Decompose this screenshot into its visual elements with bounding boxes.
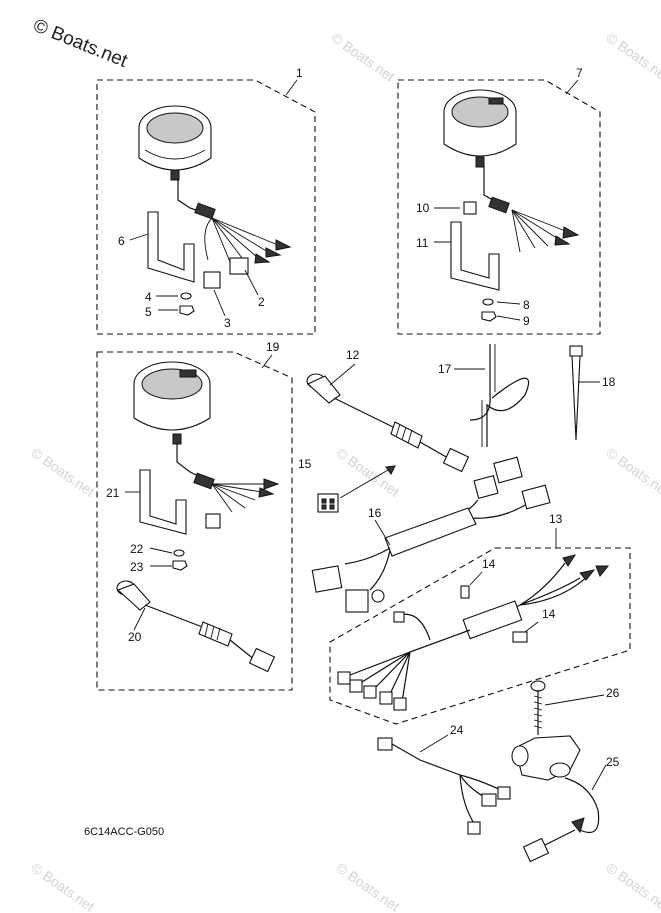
callout-9: 9 (523, 314, 530, 328)
watermark-text: © Boats.net (28, 859, 97, 913)
callout-12: 12 (346, 348, 360, 362)
group-7-tachometer-kit (397, 79, 601, 335)
callout-24: 24 (450, 723, 464, 737)
callout-11: 11 (416, 236, 429, 250)
part-18-cable-tie (569, 345, 583, 441)
callout-18: 18 (602, 375, 616, 389)
watermark-text: © Boats.net (603, 444, 661, 499)
callout-4: 4 (145, 290, 152, 304)
callout-7: 7 (576, 66, 583, 80)
watermark-text: © Boats.net (28, 444, 97, 499)
part-15-coupler (317, 465, 396, 513)
callout-13: 13 (549, 512, 563, 526)
part-17-tube (469, 344, 530, 447)
callout-19: 19 (266, 340, 280, 354)
callout-21: 21 (106, 486, 120, 500)
callout-labels: 1 2 3 4 5 6 7 8 9 10 11 12 13 14 14 15 1… (106, 66, 620, 769)
callout-26: 26 (606, 686, 620, 700)
gauge-7 (443, 89, 517, 168)
callout-22: 22 (130, 542, 144, 556)
callout-6: 6 (118, 234, 125, 248)
watermark-text: © Boats.net (603, 859, 661, 913)
callout-3: 3 (224, 316, 231, 330)
watermark-main: © Boats.net (30, 15, 131, 72)
callout-8: 8 (523, 298, 530, 312)
callout-14b: 14 (542, 607, 556, 621)
callout-23: 23 (130, 560, 144, 574)
callout-15: 15 (298, 457, 312, 471)
callout-16: 16 (368, 506, 382, 520)
leader-lines (125, 79, 607, 791)
callout-5: 5 (145, 305, 152, 319)
callout-20: 20 (128, 630, 142, 644)
diagram-code: 6C14ACC-G050 (84, 826, 164, 838)
part-25-sensor (511, 735, 600, 863)
part-16-harness (311, 456, 551, 613)
group-1-speedometer-kit (96, 79, 316, 335)
callout-2: 2 (258, 295, 265, 309)
part-26-screw (530, 680, 546, 735)
callout-17: 17 (438, 362, 452, 376)
callout-25: 25 (606, 755, 620, 769)
group-19-meter-kit (96, 351, 293, 691)
part-12-cable (306, 373, 470, 473)
callout-14: 14 (482, 557, 496, 571)
gauge-1 (138, 105, 212, 181)
watermark-text: © Boats.net (328, 29, 397, 84)
watermark-text: © Boats.net (603, 29, 661, 84)
callout-10: 10 (416, 201, 430, 215)
gauge-19 (133, 361, 211, 445)
group-13-wire-harness (329, 547, 631, 725)
watermark-text: © Boats.net (333, 859, 402, 913)
watermark-repeats: © Boats.net © Boats.net © Boats.net © Bo… (28, 29, 661, 913)
callout-1: 1 (296, 66, 303, 80)
part-24-wire (377, 737, 511, 835)
